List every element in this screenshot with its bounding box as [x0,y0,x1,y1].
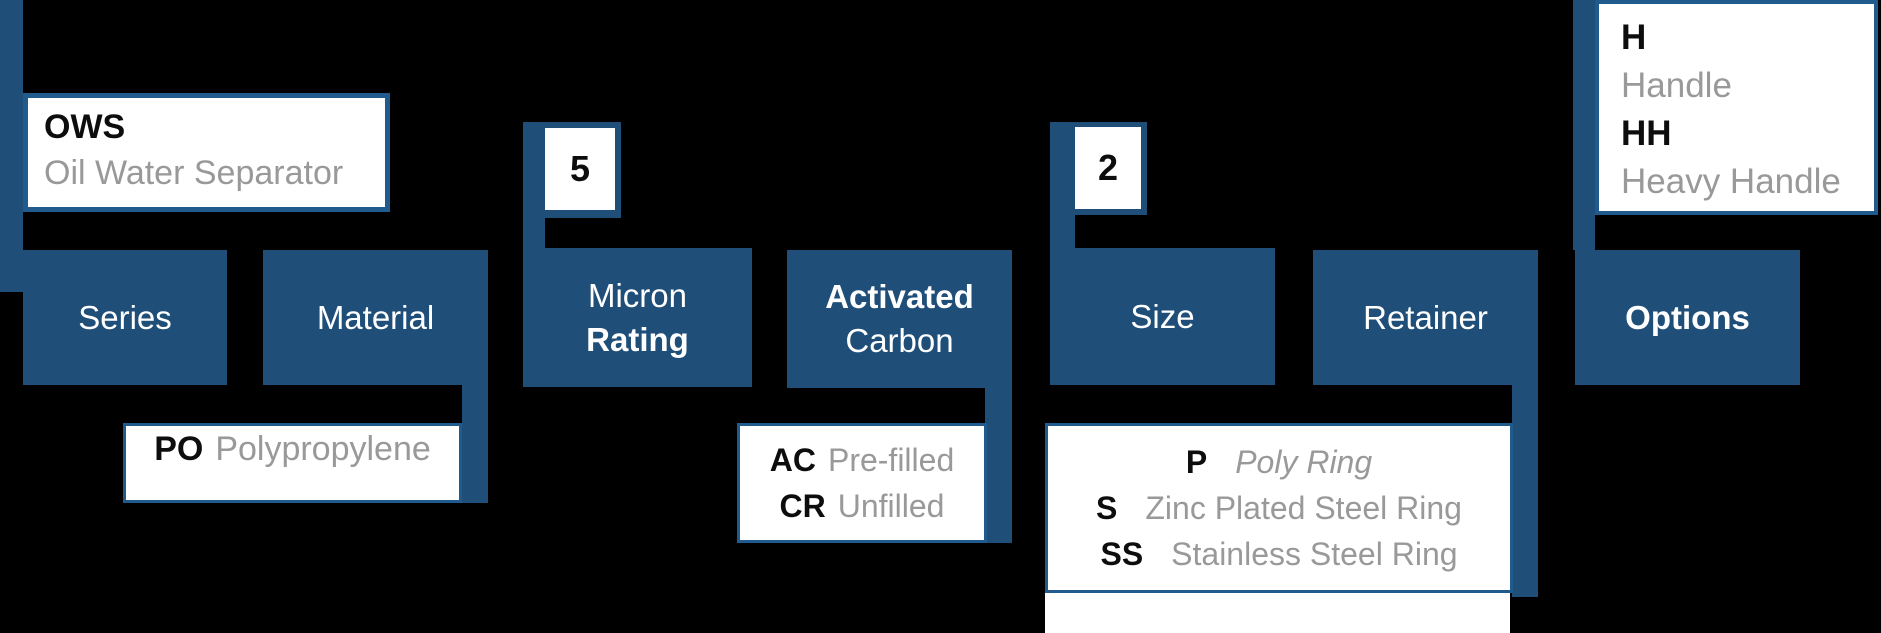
size-category-box: Size [1050,248,1275,385]
carbon-code-callout: AC Pre-filled CR Unfilled [737,423,987,543]
material-category-box: Material [263,250,488,385]
retainer-option-description: Poly Ring [1235,444,1373,480]
material-code-callout: PO Polypropylene [123,423,462,503]
carbon-connector [985,388,1012,543]
micron-category-line2: Rating [586,320,689,358]
options-category-box: Options [1575,250,1800,385]
retainer-option-row: S Zinc Plated Steel Ring [1096,485,1462,531]
retainer-option-code: S [1096,490,1118,526]
material-code-description: Polypropylene [215,430,431,468]
series-code: OWS [44,108,126,146]
carbon-category-line1: Activated [825,278,974,315]
series-connector [0,0,23,292]
carbon-category-line2: Carbon [845,322,954,359]
retainer-option-code: P [1185,444,1208,480]
micron-code: 5 [569,148,591,189]
micron-category-line1: Micron [587,276,688,314]
options-code-callout: H Handle HH Heavy Handle [1595,0,1878,215]
retainer-option-description: Zinc Plated Steel Ring [1145,490,1462,526]
series-code-description: Oil Water Separator [44,154,344,192]
retainer-connector [1512,385,1538,597]
retainer-option-description: Stainless Steel Ring [1171,536,1458,572]
carbon-option-row: AC Pre-filled [770,437,954,483]
carbon-category-box: Activated Carbon [787,250,1012,388]
material-code: PO [154,430,204,468]
size-code: 2 [1097,147,1119,188]
carbon-option-row: CR Unfilled [780,483,945,529]
retainer-category-label: Retainer [1363,298,1488,336]
carbon-option-code: AC [769,442,816,478]
retainer-option-code: SS [1100,536,1144,572]
options-connector [1573,0,1595,250]
micron-code-callout: 5 [545,128,615,210]
carbon-option-description: Unfilled [837,488,945,524]
options-option-code: HH [1621,114,1672,153]
retainer-code-callout: P Poly Ring S Zinc Plated Steel Ring SS … [1045,423,1513,593]
series-code-callout: OWS Oil Water Separator [23,93,390,212]
cutoff-white-box [1045,593,1510,633]
carbon-option-description: Pre-filled [827,442,955,478]
options-option-code: H [1621,18,1647,57]
retainer-option-row: SS Stainless Steel Ring [1100,531,1457,577]
options-option-description: Handle [1621,66,1732,105]
material-connector [462,385,488,503]
retainer-category-box: Retainer [1313,250,1538,385]
retainer-option-row: P Poly Ring [1186,439,1372,485]
options-option-description: Heavy Handle [1621,162,1841,201]
size-category-label: Size [1130,297,1195,335]
carbon-option-code: CR [779,488,826,524]
material-category-label: Material [316,298,435,336]
micron-category-box: Micron Rating [523,248,752,387]
options-category-label: Options [1625,298,1750,336]
series-category-label: Series [78,298,172,336]
series-category-box: Series [23,250,227,385]
size-code-callout: 2 [1075,127,1141,209]
